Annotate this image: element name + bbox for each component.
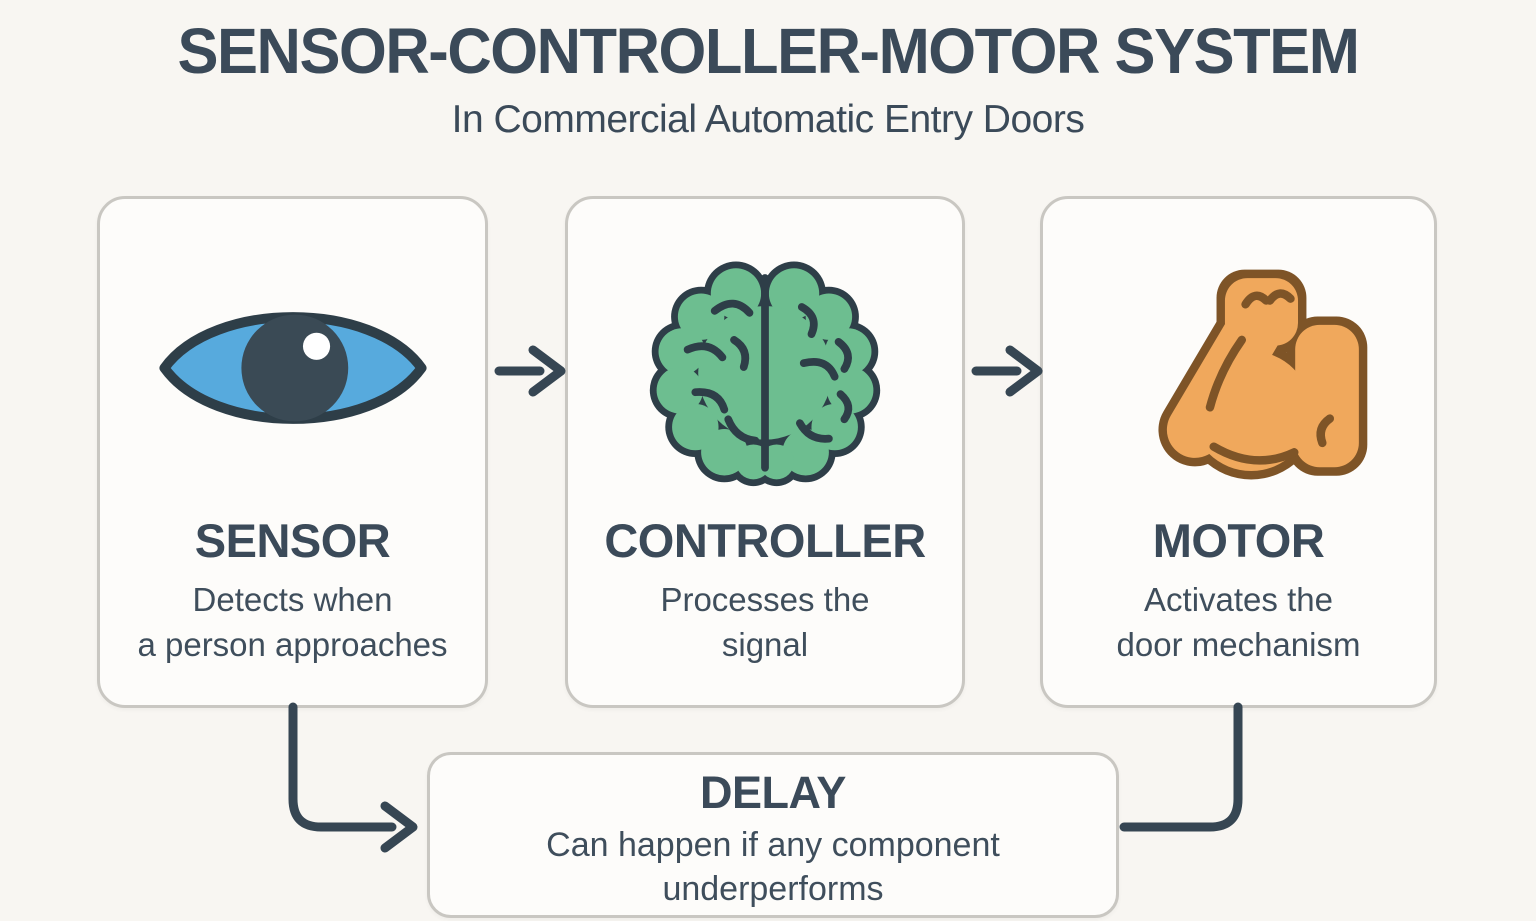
card-desc-controller: Processes the signal [660,581,870,663]
card-sensor: SENSOR Detects when a person approaches [97,196,488,708]
page-title: SENSOR-CONTROLLER-MOTOR SYSTEM [177,15,1360,87]
brain-icon [639,237,891,499]
delay-box: DELAY Can happen if any component underp… [427,752,1119,918]
arrow-sensor-to-controller-icon [494,345,566,397]
arrow-controller-to-motor-icon [971,345,1043,397]
card-desc-motor: Activates the door mechanism [1116,581,1361,663]
muscle-arm-icon-svg [1157,269,1367,480]
eye-icon-svg [158,312,427,424]
card-title-controller: CONTROLLER [604,514,926,567]
card-title-sensor: SENSOR [194,514,391,567]
card-motor: MOTOR Activates the door mechanism [1040,196,1437,708]
connector-sensor-to-delay [288,702,418,853]
card-title-motor: MOTOR [1152,514,1325,567]
card-desc-sensor: Detects when a person approaches [137,581,448,663]
delay-title: DELAY [700,767,846,818]
brain-icon-svg [649,261,881,487]
card-controller: CONTROLLER Processes the signal [565,196,965,708]
eye-icon [157,237,429,499]
muscle-arm-icon [1103,237,1375,499]
connector-motor-to-delay [1119,702,1243,832]
page-subtitle: In Commercial Automatic Entry Doors [451,98,1085,141]
delay-description: Can happen if any component underperform… [546,826,1000,909]
